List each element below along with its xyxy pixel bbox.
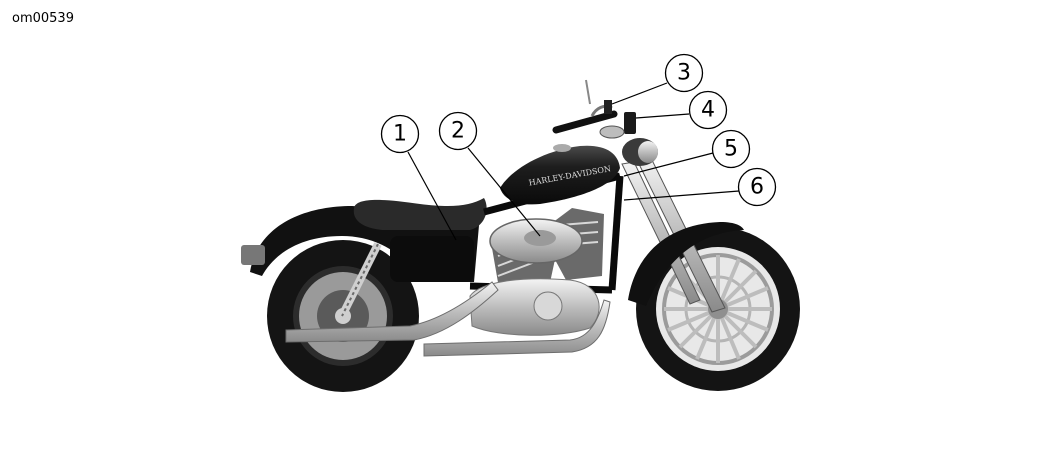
callout-3-circle xyxy=(664,53,704,93)
callout-4-circle xyxy=(688,90,728,130)
side-cover xyxy=(390,236,474,282)
callout-6-circle xyxy=(737,167,777,207)
callout-4-label: 4 xyxy=(701,98,715,123)
callout-6-label: 6 xyxy=(750,175,764,200)
fuel-cap xyxy=(553,144,571,152)
callout-1-label: 1 xyxy=(393,122,407,147)
engine xyxy=(469,208,604,336)
callouts xyxy=(380,53,777,207)
leader-line-4 xyxy=(635,113,690,119)
leader-line-5 xyxy=(623,152,714,177)
tail-light xyxy=(241,245,265,265)
speedometer xyxy=(599,125,625,139)
callout-3-label: 3 xyxy=(677,61,691,86)
hand-control xyxy=(624,112,636,134)
rear-shock xyxy=(338,242,382,318)
callout-2-label: 2 xyxy=(451,119,465,144)
seat xyxy=(353,198,487,230)
leader-lines xyxy=(407,82,740,241)
front-fender xyxy=(628,222,744,306)
fuel-tank xyxy=(500,145,620,205)
leader-line-2 xyxy=(467,147,541,237)
leader-line-3 xyxy=(611,82,668,105)
exhaust xyxy=(285,281,611,357)
callout-5-circle xyxy=(711,129,751,169)
mirror-mount xyxy=(604,100,612,114)
leader-line-6 xyxy=(623,190,740,201)
leader-line-1 xyxy=(407,151,457,241)
handlebar xyxy=(552,79,636,139)
figure-id: om00539 xyxy=(12,11,74,26)
headlight xyxy=(622,138,658,166)
callout-1-circle xyxy=(380,114,420,154)
callout-5-label: 5 xyxy=(724,137,738,162)
callout-2-circle xyxy=(438,111,478,151)
